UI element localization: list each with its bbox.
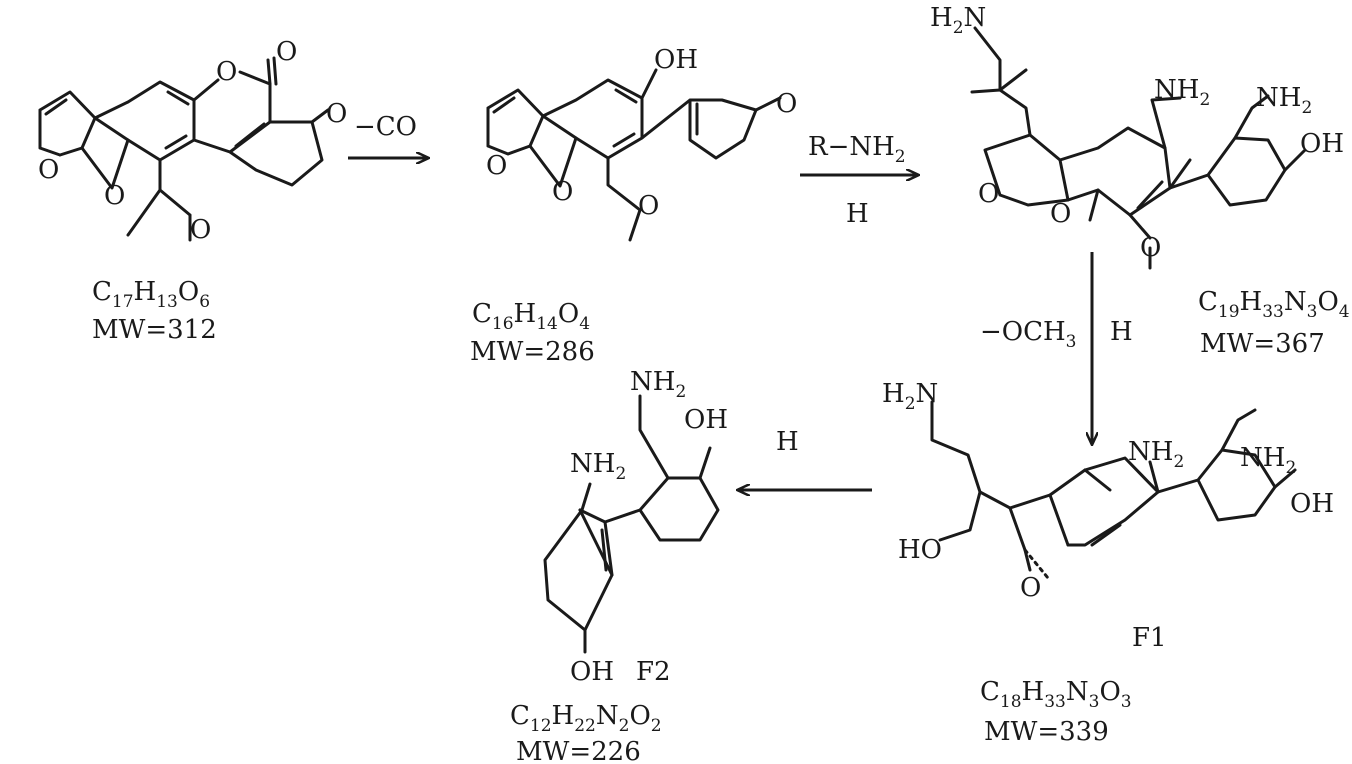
- atom-o-bridge: O: [1050, 199, 1071, 229]
- compound-f1-label: F1 C18H33N3O3 MW=339: [980, 623, 1167, 747]
- formula-c12h22n2o2: C12H22N2O2: [510, 701, 662, 736]
- atom-o-furan: O: [1020, 573, 1041, 603]
- compound-name-f1: F1: [1132, 623, 1167, 653]
- atom-nh2-side: NH2: [1256, 83, 1312, 118]
- atom-o-furan: O: [486, 151, 507, 181]
- mw-367: MW=367: [1200, 329, 1325, 359]
- reagent-amine: R−NH2: [808, 132, 906, 167]
- atom-o-methoxy: O: [1140, 233, 1161, 263]
- atom-nh2-ring: NH2: [1128, 437, 1184, 472]
- compound-f2-structure: NH2 NH2 OH OH: [543, 367, 728, 687]
- formula-c16h14o4: C16H14O4: [472, 299, 590, 334]
- reagent-minus-co: −CO: [354, 112, 417, 142]
- compound-f2-label: F2 C12H22N2O2 MW=226: [510, 657, 671, 764]
- compound-name-f2: F2: [636, 657, 671, 687]
- atom-o-methoxy: O: [190, 215, 211, 245]
- formula-c17h13o6: C17H13O6: [92, 277, 210, 312]
- atom-nh2-ring: NH2: [570, 449, 626, 484]
- compound-3-structure: H2N NH2 NH2 OH O O O: [930, 3, 1344, 270]
- mw-312: MW=312: [92, 315, 217, 345]
- atom-ho-hydroxymethyl: HO: [898, 535, 942, 565]
- atom-o-ketone: O: [776, 89, 797, 119]
- mw-339: MW=339: [984, 717, 1109, 747]
- atom-o-furan: O: [38, 155, 59, 185]
- atom-o-furan: O: [978, 179, 999, 209]
- atom-h2n-top: H2N: [930, 3, 986, 38]
- atom-o-lactone: O: [216, 57, 237, 87]
- atom-o-methoxy: O: [638, 191, 659, 221]
- atom-o-bridge: O: [104, 181, 125, 211]
- compound-1-structure: O O O O O O: [38, 37, 347, 245]
- compound-2-structure: OH O O O O: [486, 45, 797, 242]
- compound-1-label: C17H13O6 MW=312: [92, 277, 217, 345]
- atom-oh-phenol: OH: [654, 45, 698, 75]
- compound-3-label: C19H33N3O4 MW=367: [1198, 287, 1350, 359]
- mw-286: MW=286: [470, 337, 595, 367]
- condition-hydrogen: H: [846, 199, 869, 229]
- condition-hydrogen: H: [776, 427, 799, 457]
- condition-hydrogen: H: [1110, 317, 1133, 347]
- atom-o-carbonyl-1: O: [276, 37, 297, 67]
- formula-c18h33n3o3: C18H33N3O3: [980, 677, 1132, 712]
- atom-nh2-ring: NH2: [1154, 75, 1210, 110]
- atom-h2n-top: H2N: [882, 379, 938, 414]
- atom-nh2-side: NH2: [1240, 443, 1296, 478]
- mw-226: MW=226: [516, 737, 641, 764]
- atom-oh-cyclopentyl: OH: [684, 405, 728, 435]
- formula-c19h33n3o4: C19H33N3O4: [1198, 287, 1350, 322]
- atom-o-ketone: O: [326, 99, 347, 129]
- atom-oh-cyclopentyl: OH: [1290, 489, 1334, 519]
- atom-o-bridge: O: [552, 177, 573, 207]
- atom-oh-cyclohexenyl: OH: [570, 657, 614, 687]
- reagent-minus-methoxy: −OCH3: [980, 317, 1077, 352]
- compound-2-label: C16H14O4 MW=286: [470, 299, 595, 367]
- compound-f1-structure: H2N HO O NH2 NH2 OH: [882, 379, 1334, 603]
- atom-oh-cyclopentyl: OH: [1300, 129, 1344, 159]
- atom-nh2-side: NH2: [630, 367, 686, 402]
